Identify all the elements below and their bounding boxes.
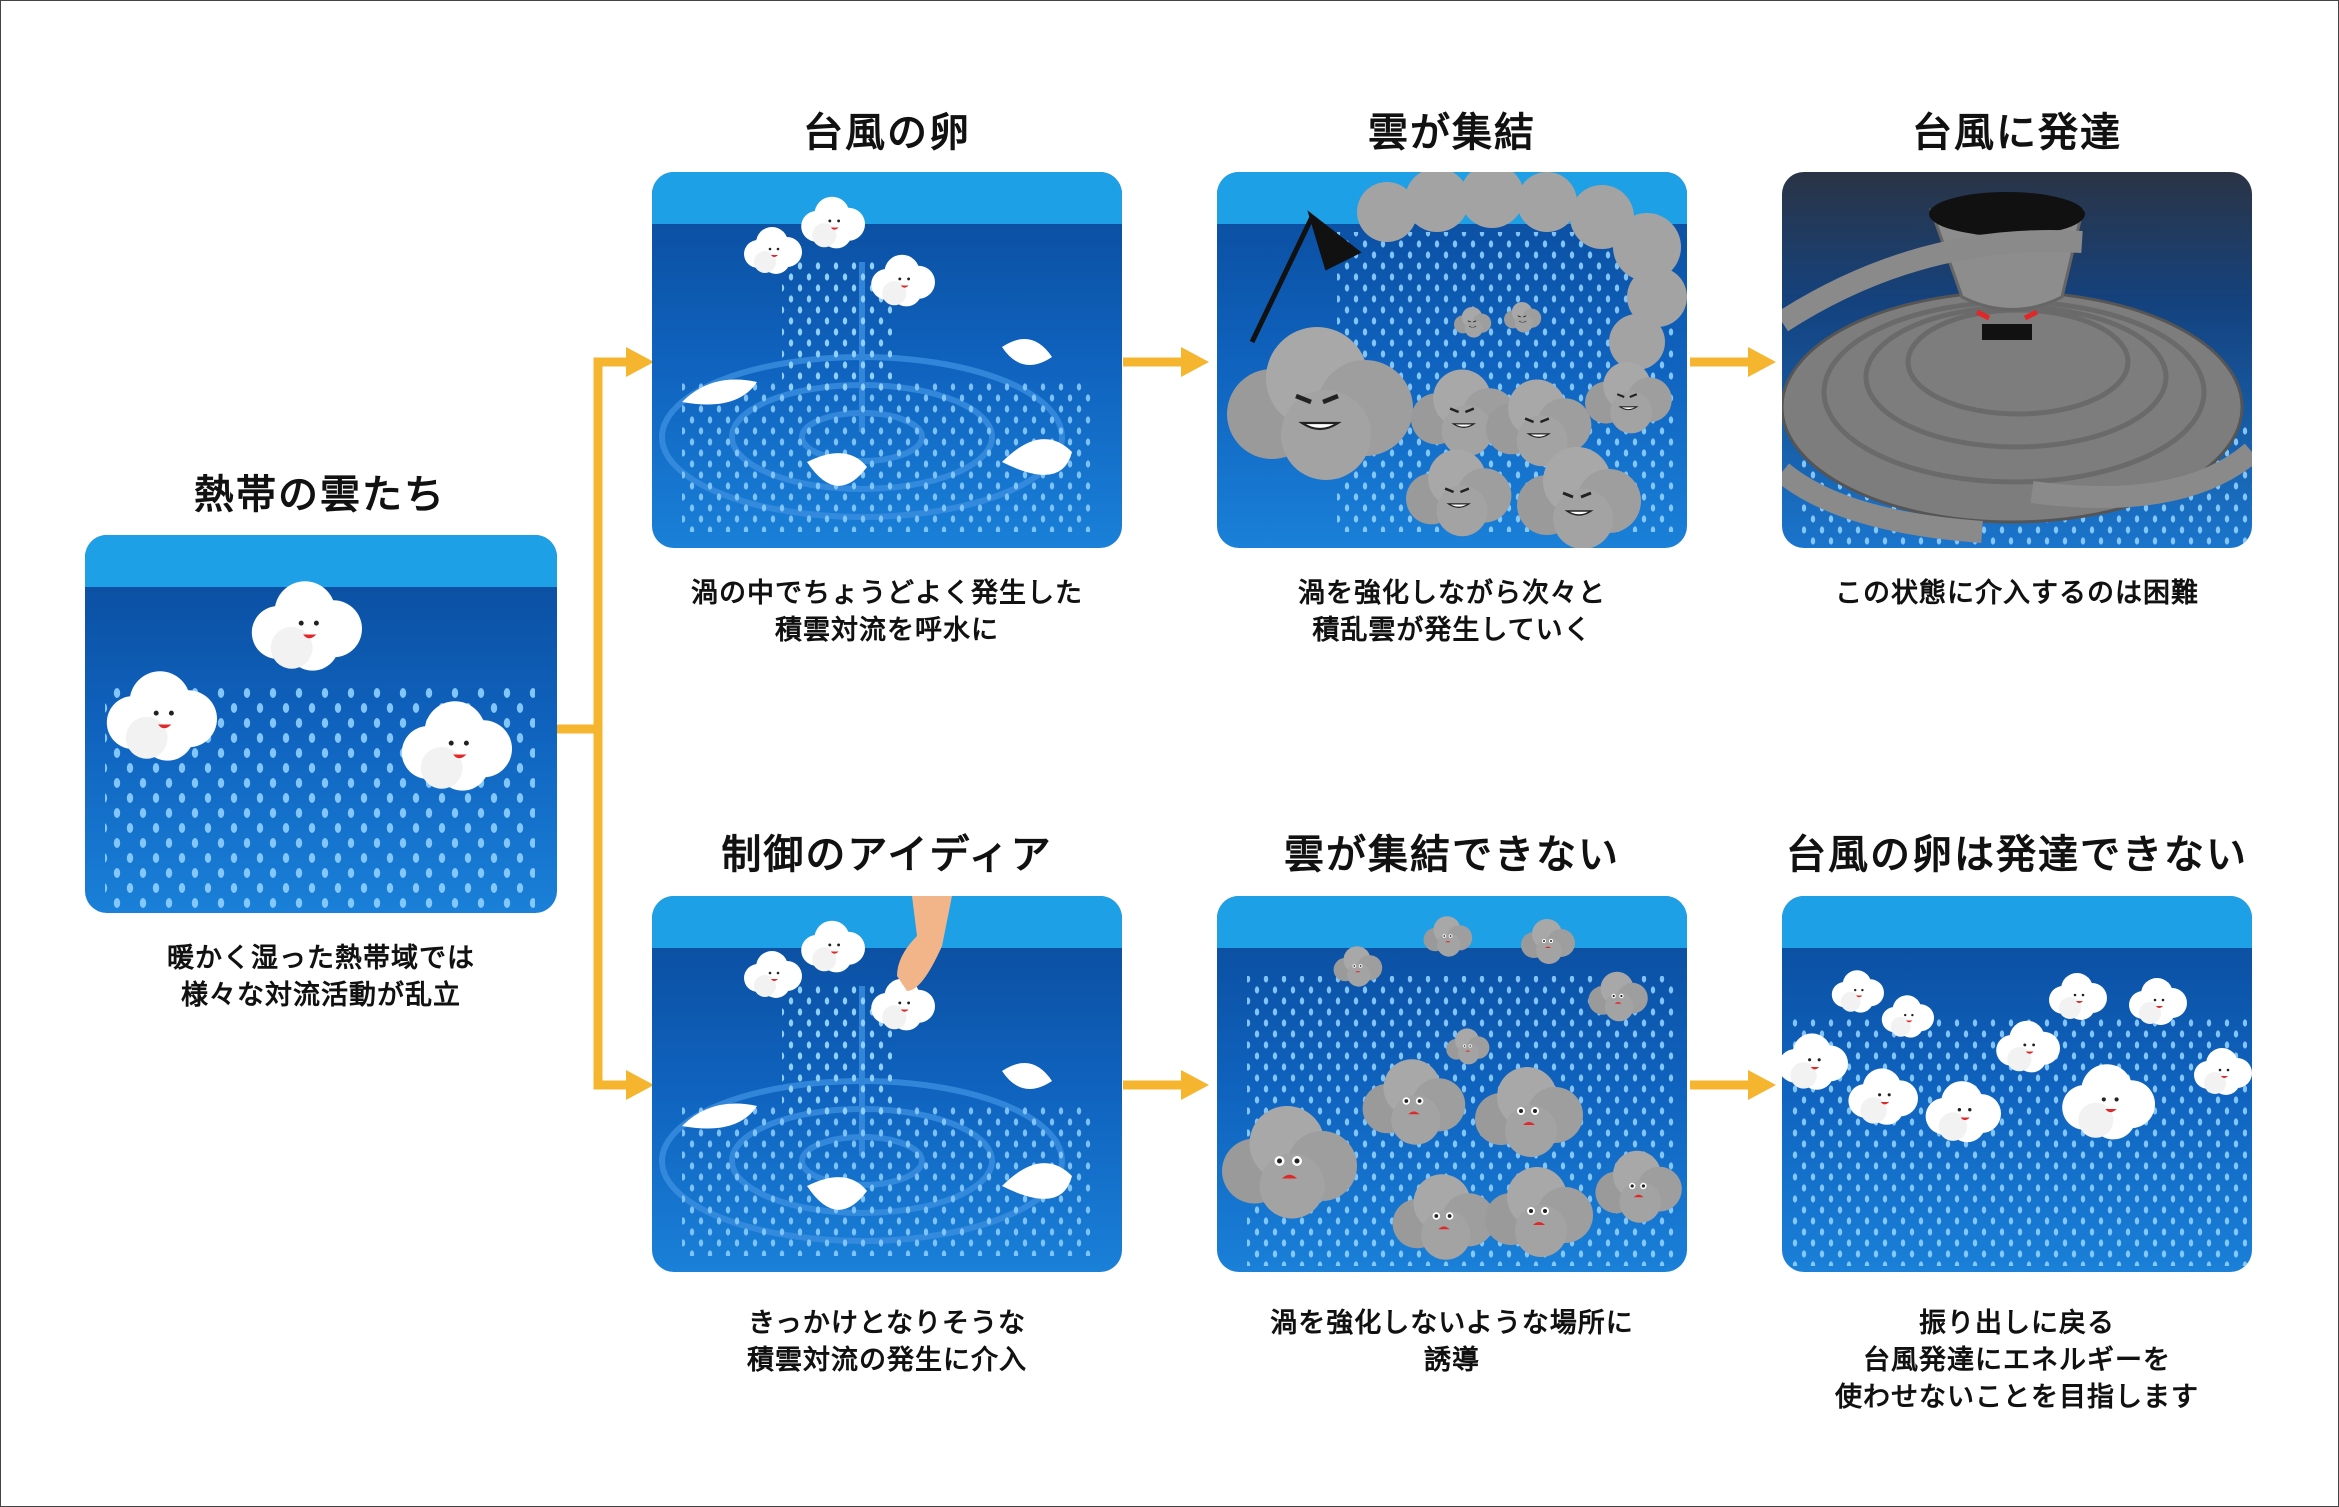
- top-step3-caption: この状態に介入するのは困難: [1835, 578, 2199, 609]
- top-step2-caption: 渦を強化しながら次々と 積乱雲が発生していく: [1298, 578, 1606, 646]
- top-step1-title: 台風の卵: [803, 110, 971, 156]
- start-panel-tropical-clouds: [85, 535, 557, 913]
- arrowhead: [1748, 347, 1776, 377]
- top-step3-title: 台風に発達: [1912, 110, 2122, 156]
- top-step2-title: 雲が集結: [1368, 110, 1536, 156]
- arrowhead: [1748, 1070, 1776, 1100]
- bottom-step2-caption: 渦を強化しないような場所に 誘導: [1270, 1308, 1634, 1376]
- bottom-step3-caption: 振り出しに戻る 台風発達にエネルギーを 使わせないことを目指します: [1835, 1308, 2199, 1413]
- bottom-step2-panel-clouds-cannot-gather: [1217, 896, 1687, 1272]
- bottom-step1-title: 制御のアイディア: [721, 832, 1053, 878]
- arrowhead: [626, 347, 654, 377]
- arrowhead: [1181, 347, 1209, 377]
- finger-icon: [897, 896, 952, 991]
- bottom-step3-title: 台風の卵は発達できない: [1786, 832, 2248, 878]
- bottom-step3-panel-egg-cannot-develop: [1782, 896, 2252, 1272]
- top-step1-panel-typhoon-egg: [652, 172, 1122, 548]
- top-step1-caption: 渦の中でちょうどよく発生した 積雲対流を呼水に: [691, 578, 1083, 646]
- bottom-step2-title: 雲が集結できない: [1284, 832, 1620, 878]
- top-step2-panel-clouds-gather: [1217, 172, 1687, 548]
- branch-up-connector: [556, 357, 630, 734]
- arrowhead: [1181, 1070, 1209, 1100]
- start-caption: 暖かく湿った熱帯域では 様々な対流活動が乱立: [167, 943, 475, 1011]
- branch-down-connector: [593, 729, 630, 1090]
- bottom-step1-panel-control-idea: [652, 896, 1122, 1272]
- bottom-step1-caption: きっかけとなりそうな 積雲対流の発生に介入: [747, 1308, 1027, 1376]
- start-title: 熱帯の雲たち: [194, 472, 446, 518]
- top-step3-panel-typhoon: [1782, 172, 2252, 548]
- arrowhead: [626, 1070, 654, 1100]
